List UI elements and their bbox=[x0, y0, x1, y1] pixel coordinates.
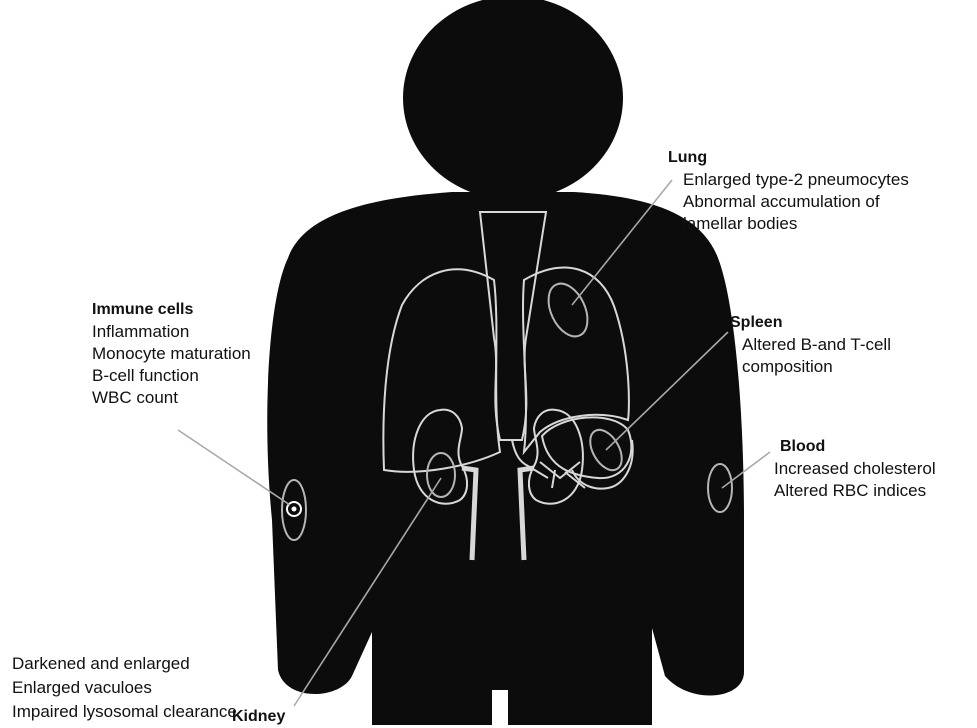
blood-annotation: Blood Increased cholesterol Altered RBC … bbox=[774, 436, 936, 502]
immune-title: Immune cells bbox=[92, 299, 251, 321]
immune-annotation: Immune cells Inflammation Monocyte matur… bbox=[92, 299, 251, 409]
human-silhouette bbox=[267, 0, 744, 725]
kidney-line-3: Impaired lysosomal clearance bbox=[12, 701, 237, 723]
kidney-title: Kidney bbox=[232, 708, 285, 725]
immune-line-3: B-cell function bbox=[92, 365, 251, 387]
spleen-line-2: composition bbox=[742, 356, 891, 378]
lung-line-3: lamellar bodies bbox=[683, 213, 909, 235]
torso-shape bbox=[267, 192, 744, 725]
blood-line-2: Altered RBC indices bbox=[774, 480, 936, 502]
head-shape bbox=[403, 0, 623, 200]
lung-line-1: Enlarged type-2 pneumocytes bbox=[683, 169, 909, 191]
immune-line-1: Inflammation bbox=[92, 321, 251, 343]
lung-line-2: Abnormal accumulation of bbox=[683, 191, 909, 213]
kidney-line-1: Darkened and enlarged bbox=[12, 653, 190, 675]
kidney-line-2: Enlarged vaculoes bbox=[12, 677, 152, 699]
lung-title: Lung bbox=[668, 147, 909, 169]
blood-title: Blood bbox=[774, 436, 936, 458]
spleen-line-1: Altered B-and T-cell bbox=[742, 334, 891, 356]
lung-annotation: Lung Enlarged type-2 pneumocytes Abnorma… bbox=[668, 147, 909, 235]
blood-line-1: Increased cholesterol bbox=[774, 458, 936, 480]
immune-line-2: Monocyte maturation bbox=[92, 343, 251, 365]
spleen-title: Spleen bbox=[730, 312, 891, 334]
spleen-annotation: Spleen Altered B-and T-cell composition bbox=[730, 312, 891, 378]
immune-line-4: WBC count bbox=[92, 387, 251, 409]
